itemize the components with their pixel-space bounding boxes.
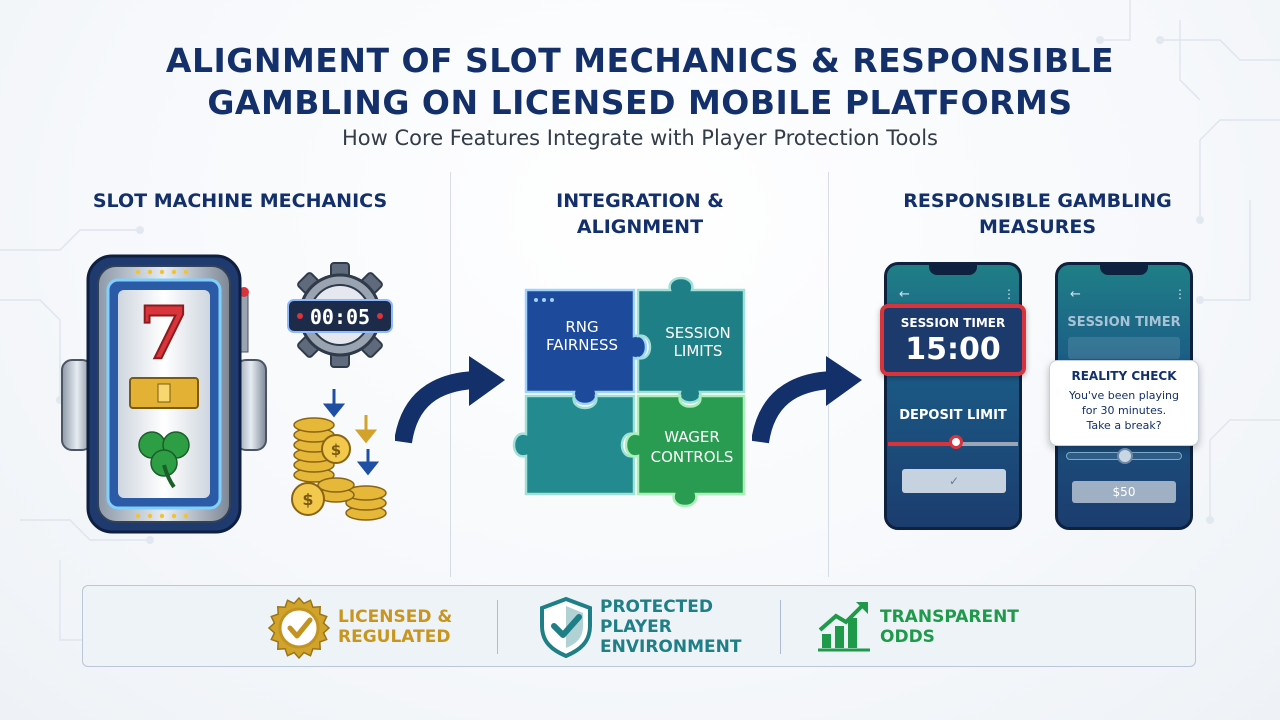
puzzle-piece-wager — [624, 394, 746, 508]
main-title-line2: GAMBLING ON LICENSED MOBILE PLATFORMS — [207, 83, 1073, 122]
check-icon: ✓ — [948, 474, 960, 488]
timer-placeholder — [1068, 337, 1180, 359]
odds-label-line1: TRANSPARENT — [880, 607, 1019, 627]
right-column-title-line1: RESPONSIBLE GAMBLING — [903, 190, 1172, 212]
deposit-limit-slider[interactable] — [888, 435, 1018, 449]
footer-banner — [82, 585, 1196, 667]
clover-icon — [138, 431, 190, 489]
session-timer-label: SESSION TIMER — [900, 316, 1006, 330]
rng-label-line2: FAIRNESS — [546, 336, 618, 354]
confirm-button[interactable]: ✓ — [902, 469, 1006, 493]
licensed-label-line2: REGULATED — [338, 627, 451, 647]
protected-label-line2: PLAYER — [600, 617, 672, 637]
deposit-limit-label: DEPOSIT LIMIT — [899, 408, 1007, 423]
puzzle-piece-session — [636, 276, 746, 404]
rng-label-line1: RNG — [565, 318, 598, 336]
reality-check-line2: for 30 minutes. — [1081, 404, 1167, 417]
timer-display: 00:05 — [310, 305, 370, 329]
integration-puzzle: RNG FAIRNESS SESSION LIMITS WAGER CONTRO… — [512, 276, 746, 508]
odds-label-line2: ODDS — [880, 627, 935, 647]
svg-text:$: $ — [331, 441, 341, 459]
main-title-line1: ALIGNMENT OF SLOT MECHANICS & RESPONSIBL… — [165, 41, 1115, 80]
left-column-title: SLOT MACHINE MECHANICS — [92, 190, 388, 212]
phone-notch — [1100, 265, 1148, 275]
svg-text:$: $ — [302, 490, 313, 509]
menu-dots-icon[interactable]: ⋮ — [1174, 287, 1186, 301]
phone-notch — [929, 265, 977, 275]
back-arrow-icon[interactable]: ← — [899, 287, 910, 302]
seven-symbol: 7 — [139, 290, 189, 375]
flow-arrow-icon — [395, 356, 505, 444]
footer-divider — [780, 600, 781, 654]
session-timer-value: 15:00 — [905, 332, 1001, 367]
wager-label-line1: WAGER — [664, 428, 720, 446]
puzzle-piece-teal — [512, 394, 636, 496]
protected-label-line1: PROTECTED — [600, 597, 714, 617]
middle-column-title-line2: ALIGNMENT — [576, 216, 704, 238]
coin-stacks-icon: $ $ — [291, 389, 387, 521]
reality-check-popup: REALITY CHECK You've been playing for 30… — [1049, 360, 1199, 446]
growth-chart-icon — [818, 602, 870, 652]
wager-label-line2: CONTROLS — [651, 448, 734, 466]
gear-timer-icon: 00:05 — [287, 262, 393, 368]
protected-label-line3: ENVIRONMENT — [600, 637, 742, 657]
reality-check-line1: You've been playing — [1068, 389, 1180, 402]
reality-check-title: REALITY CHECK — [1071, 369, 1177, 383]
footer-divider — [497, 600, 498, 654]
shield-check-icon — [540, 596, 592, 658]
deposit-slider-fill — [888, 442, 956, 446]
certified-badge-icon — [268, 597, 330, 659]
session-label-line2: LIMITS — [674, 342, 723, 360]
slot-machine-illustration: 7 — [61, 254, 267, 534]
amount-button[interactable]: $50 — [1072, 481, 1176, 503]
session-timer-label-dim: SESSION TIMER — [1067, 315, 1181, 330]
middle-column-title-line1: INTEGRATION & — [556, 190, 724, 212]
session-timer-card: SESSION TIMER 15:00 — [880, 304, 1026, 376]
session-label-line1: SESSION — [665, 324, 731, 342]
wager-slider-knob[interactable] — [1117, 448, 1133, 464]
menu-dots-icon[interactable]: ⋮ — [1003, 287, 1015, 301]
reality-check-line3: Take a break? — [1086, 419, 1162, 432]
right-column-title-line2: MEASURES — [979, 216, 1096, 238]
deposit-slider-knob[interactable] — [948, 435, 963, 449]
back-arrow-icon[interactable]: ← — [1070, 287, 1081, 302]
subtitle: How Core Features Integrate with Player … — [342, 126, 938, 150]
flow-arrow-icon — [752, 356, 862, 444]
wager-slider[interactable] — [1066, 448, 1182, 464]
licensed-label-line1: LICENSED & — [338, 607, 453, 627]
